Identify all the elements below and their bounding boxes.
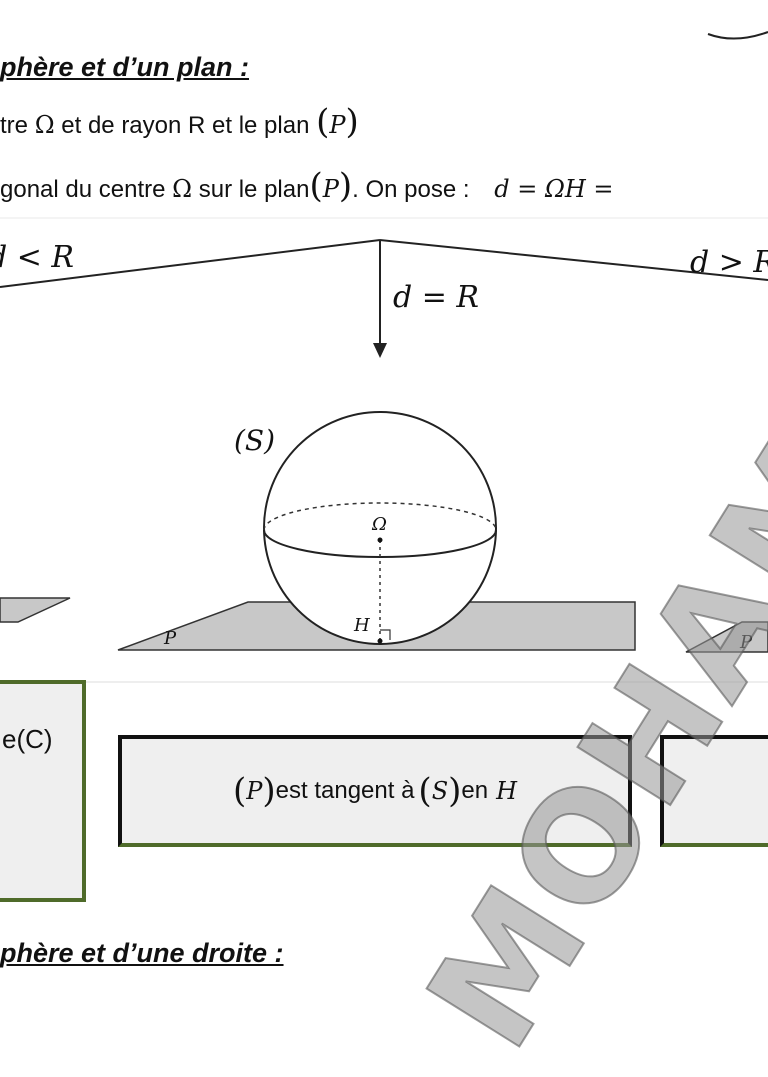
- sphere-label: (S): [234, 424, 276, 457]
- diagram-canvas: [0, 217, 768, 683]
- plane-label: P: [164, 628, 177, 649]
- box-sphere-symbol: S: [431, 777, 449, 805]
- paren-open-2: (: [309, 166, 323, 206]
- plane-right: [685, 621, 768, 653]
- box-paren-open: (: [232, 771, 247, 811]
- line1-text-a: tre: [0, 112, 29, 139]
- omega-symbol: Ω: [34, 111, 55, 139]
- case-left-label: d < R: [0, 240, 75, 275]
- section-title-plane: phère et d’un plan :: [0, 52, 250, 82]
- section-title-line: phère et d’une droite :: [0, 938, 284, 968]
- plane-label-right: P: [740, 632, 753, 653]
- intro-line-1: tre Ω et de rayon R et le plan (P): [0, 102, 359, 142]
- result-box-right: [660, 735, 768, 847]
- box-s-open: (: [418, 771, 432, 811]
- box-foot-symbol: H: [496, 777, 518, 805]
- right-angle-mark: [380, 629, 391, 640]
- box-text-a: est tangent à: [275, 777, 415, 804]
- paren-open: (: [316, 102, 330, 142]
- result-box-left: e(C): [0, 680, 86, 902]
- center-label: Ω: [372, 514, 387, 535]
- branch-line-right: [379, 239, 768, 281]
- case-right-label: d > R: [690, 245, 768, 280]
- branch-line-left: [0, 239, 381, 288]
- equator-back: [263, 502, 497, 531]
- box-paren-close: ): [262, 771, 276, 811]
- line2-text-c: . On pose :: [352, 176, 470, 203]
- line2-text-a: gonal du centre: [0, 176, 166, 203]
- intro-line-2: gonal du centre Ω sur le plan(P). On pos…: [0, 166, 614, 206]
- box-plane-symbol: P: [246, 777, 263, 805]
- arrow-head-icon: [373, 343, 387, 358]
- plane-symbol-2: P: [322, 175, 339, 203]
- foot-point: [377, 638, 383, 644]
- paren-close: ): [345, 102, 359, 142]
- paren-close-2: ): [338, 166, 353, 206]
- plane-left: [0, 597, 71, 623]
- box-s-close: ): [448, 771, 462, 811]
- plane-symbol: P: [329, 111, 346, 139]
- line1-text-b: et de rayon R et le plan: [61, 112, 310, 139]
- case-middle-label: d = R: [393, 280, 480, 315]
- top-curve: [707, 31, 768, 40]
- box-text-b: en: [461, 777, 489, 804]
- result-box-left-text: e(C): [2, 724, 53, 754]
- line2-text-b: sur le plan: [198, 176, 310, 203]
- distance-formula: d = ΩH =: [494, 175, 614, 203]
- center-point: [377, 537, 383, 543]
- omega-symbol-2: Ω: [172, 175, 193, 203]
- foot-label: H: [354, 615, 370, 636]
